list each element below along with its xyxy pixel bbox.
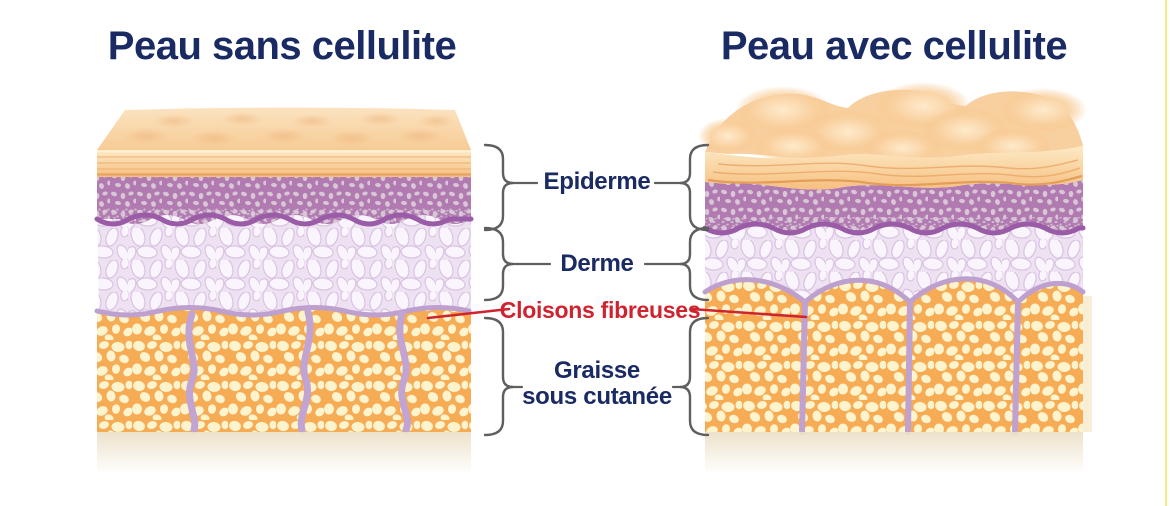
label-subcutaneous-fat: Graisse sous cutanée — [522, 358, 672, 410]
title-with-cellulite: Peau avec cellulite — [720, 24, 1068, 68]
septa-leader-lines — [426, 307, 808, 320]
title-without-cellulite: Peau sans cellulite — [107, 24, 457, 68]
label-fibrous-septa: Cloisons fibreuses — [499, 297, 701, 323]
corneum-band-right — [705, 146, 1083, 190]
label-fat-line1: Graisse — [554, 357, 640, 384]
label-epidermis: Epiderme — [543, 168, 651, 195]
right-edge-line — [1165, 0, 1167, 506]
fibrous-septa-left — [185, 308, 411, 434]
label-dermis: Derme — [560, 250, 634, 277]
label-fat-line2: sous cutanée — [522, 383, 672, 410]
fat-layer-left — [94, 305, 472, 434]
corneum-band-left — [97, 150, 471, 177]
skin-block-without-cellulite — [94, 107, 474, 474]
epidermis-layer-left — [94, 177, 474, 227]
ground-shadow-right — [705, 432, 1083, 474]
label-dashes — [511, 181, 682, 389]
fibrous-septa-right — [799, 299, 1021, 435]
smooth-skin-surface — [97, 107, 471, 150]
ground-shadow-left — [97, 432, 471, 474]
epidermis-layer-right — [702, 180, 1086, 236]
